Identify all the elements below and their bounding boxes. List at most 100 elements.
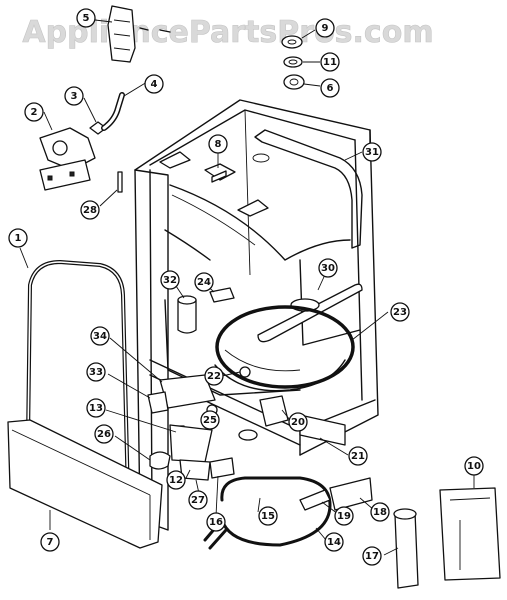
fill-funnel	[107, 5, 171, 63]
callout-label: 16	[209, 517, 223, 528]
callout-21: 21	[348, 446, 368, 466]
heater-ring	[215, 305, 355, 389]
callout-15: 15	[258, 506, 278, 526]
callout-34: 34	[90, 326, 110, 346]
callout-7: 7	[40, 532, 60, 552]
callout-circle	[8, 228, 28, 248]
callout-30: 30	[318, 258, 338, 278]
callout-circle	[208, 134, 228, 154]
callout-circle	[200, 410, 220, 430]
callout-circle	[194, 272, 214, 292]
callout-label: 28	[83, 205, 97, 216]
callout-28: 28	[80, 200, 100, 220]
callout-22: 22	[204, 366, 224, 386]
callout-circle	[160, 270, 180, 290]
callout-label: 17	[365, 551, 379, 562]
callout-3: 3	[64, 86, 84, 106]
callout-label: 12	[169, 475, 183, 486]
callout-label: 18	[373, 507, 387, 518]
callout-2: 2	[24, 102, 44, 122]
callout-label: 4	[151, 79, 158, 90]
callout-circle	[24, 102, 44, 122]
callout-circle	[362, 546, 382, 566]
callout-label: 7	[47, 537, 54, 548]
callout-label: 25	[203, 415, 217, 426]
callout-label: 14	[327, 537, 341, 548]
callout-circle	[464, 456, 484, 476]
callout-label: 26	[97, 429, 111, 440]
callout-circle	[86, 398, 106, 418]
callout-circle	[320, 52, 340, 72]
callout-27: 27	[188, 490, 208, 510]
vent-seal	[254, 129, 363, 249]
callout-circle	[348, 446, 368, 466]
callout-label: 5	[83, 13, 90, 24]
ring-parts	[281, 35, 305, 90]
callout-32: 32	[160, 270, 180, 290]
callout-circle	[76, 8, 96, 28]
callout-4: 4	[144, 74, 164, 94]
callout-label: 27	[191, 495, 205, 506]
callout-circle	[320, 78, 340, 98]
callout-circle	[204, 366, 224, 386]
callout-9: 9	[315, 18, 335, 38]
callout-circle	[86, 362, 106, 382]
callout-label: 19	[337, 511, 351, 522]
callout-label: 2	[31, 107, 38, 118]
callout-label: 32	[163, 275, 177, 286]
callout-13: 13	[86, 398, 106, 418]
callout-label: 21	[351, 451, 365, 462]
callout-circle	[80, 200, 100, 220]
sump-cover	[439, 487, 501, 581]
callout-circle	[318, 258, 338, 278]
callout-circle	[40, 532, 60, 552]
callout-1: 1	[8, 228, 28, 248]
callout-circle	[315, 18, 335, 38]
callout-31: 31	[362, 142, 382, 162]
callout-circle	[90, 326, 110, 346]
callout-6: 6	[320, 78, 340, 98]
callout-circle	[64, 86, 84, 106]
callout-8: 8	[208, 134, 228, 154]
callout-20: 20	[288, 412, 308, 432]
callout-label: 6	[327, 83, 334, 94]
callout-label: 15	[261, 511, 275, 522]
callout-circle	[166, 470, 186, 490]
callout-circle	[188, 490, 208, 510]
callout-circle	[94, 424, 114, 444]
callout-circle	[258, 506, 278, 526]
callout-circle	[334, 506, 354, 526]
water-valve	[39, 127, 96, 191]
callout-label: 23	[393, 307, 407, 318]
toe-panel	[7, 419, 163, 549]
callout-label: 11	[323, 57, 337, 68]
callout-circle	[206, 512, 226, 532]
callout-14: 14	[324, 532, 344, 552]
callout-label: 33	[89, 367, 103, 378]
callout-label: 13	[89, 403, 103, 414]
top-bracket	[204, 163, 236, 183]
callout-5: 5	[76, 8, 96, 28]
callout-25: 25	[200, 410, 220, 430]
callout-19: 19	[334, 506, 354, 526]
callout-17: 17	[362, 546, 382, 566]
callout-circle	[288, 412, 308, 432]
callout-11: 11	[320, 52, 340, 72]
callout-circle	[362, 142, 382, 162]
callout-label: 8	[215, 139, 222, 150]
drain-hose	[393, 508, 419, 589]
callout-23: 23	[390, 302, 410, 322]
callout-16: 16	[206, 512, 226, 532]
callout-label: 30	[321, 263, 335, 274]
callout-24: 24	[194, 272, 214, 292]
callout-18: 18	[370, 502, 390, 522]
callout-circle	[370, 502, 390, 522]
callout-label: 1	[15, 233, 22, 244]
callout-33: 33	[86, 362, 106, 382]
callout-12: 12	[166, 470, 186, 490]
callout-label: 24	[197, 277, 211, 288]
callout-label: 31	[365, 147, 379, 158]
callout-10: 10	[464, 456, 484, 476]
